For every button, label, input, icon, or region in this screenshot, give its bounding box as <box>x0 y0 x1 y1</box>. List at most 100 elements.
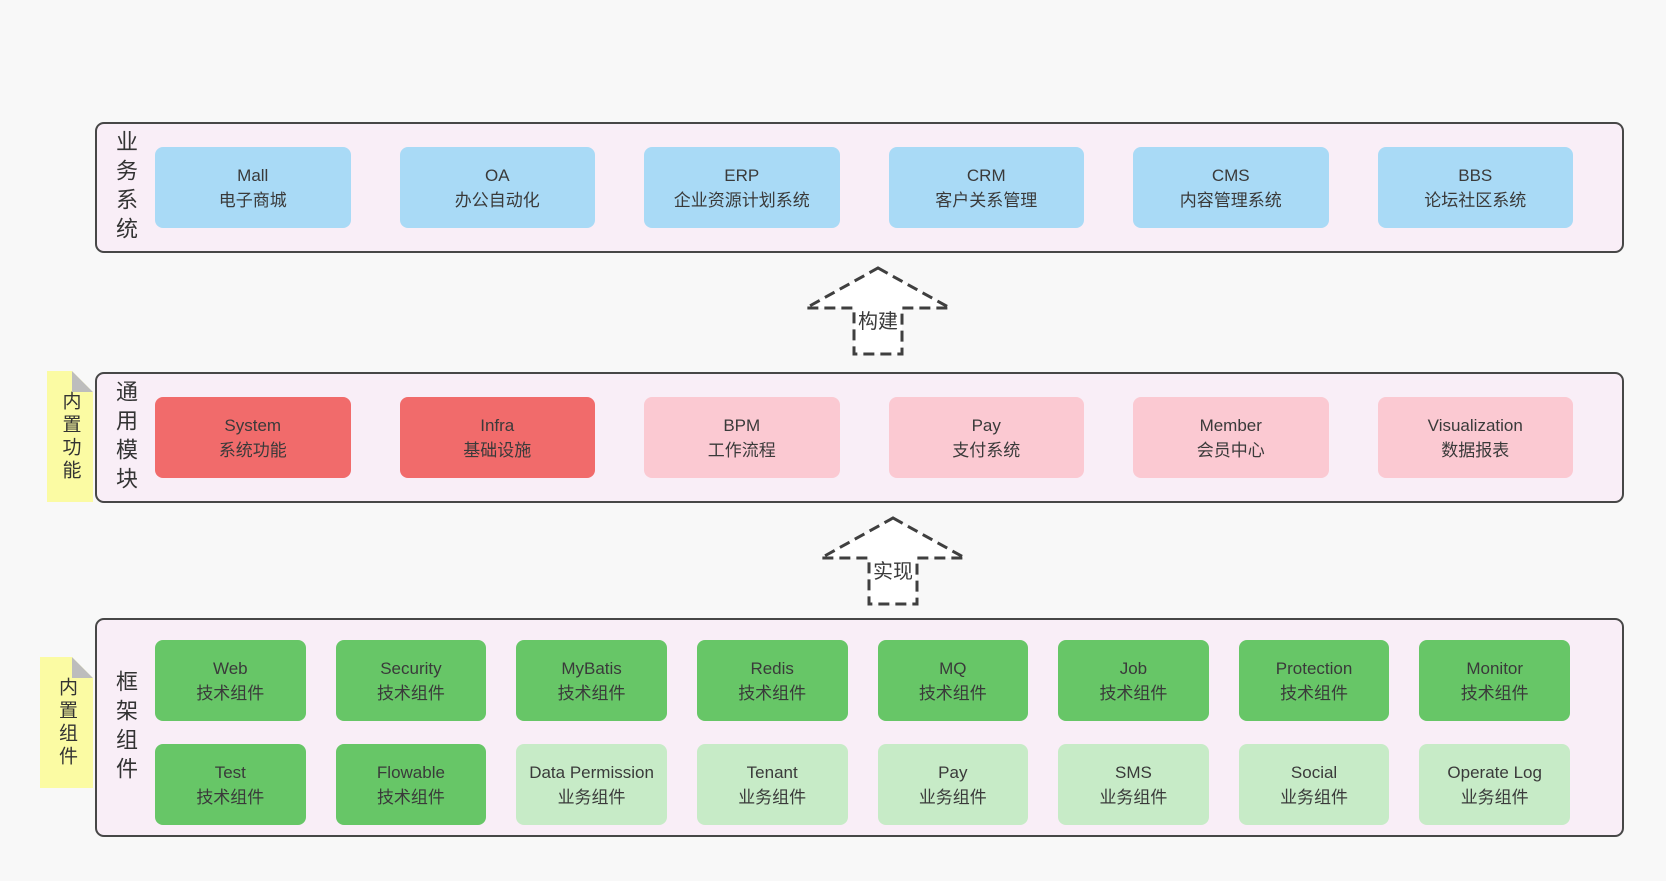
box-subtitle: 论坛社区系统 <box>1424 190 1527 210</box>
box-operate-log-component: Operate Log 业务组件 <box>1419 744 1570 825</box>
box-subtitle: 基础设施 <box>463 440 532 460</box>
sticky-label: 内置功能 <box>59 390 81 483</box>
panel-business-systems: 业务系统 Mall 电子商城 OA 办公自动化 ERP 企业资源计划系统 CRM… <box>95 122 1624 253</box>
box-title: System <box>224 415 282 435</box>
sticky-built-in-features: 内置功能 <box>47 371 93 502</box>
box-subtitle: 业务组件 <box>1280 787 1349 807</box>
box-subtitle: 工作流程 <box>707 440 776 460</box>
box-title: CRM <box>966 165 1006 185</box>
box-title: MQ <box>939 658 967 678</box>
box-subtitle: 技术组件 <box>738 683 807 703</box>
box-subtitle: 业务组件 <box>1099 787 1168 807</box>
box-subtitle: 技术组件 <box>1280 683 1349 703</box>
box-pay-component: Pay 业务组件 <box>877 744 1029 825</box>
implement-arrow: 实现 <box>815 516 971 606</box>
box-flowable-component: Flowable 技术组件 <box>335 744 487 825</box>
box-title: Infra <box>480 415 515 435</box>
box-mall: Mall 电子商城 <box>155 147 351 228</box>
box-mybatis-component: MyBatis 技术组件 <box>516 640 667 721</box>
box-subtitle: 技术组件 <box>196 683 265 703</box>
box-subtitle: 数据报表 <box>1441 440 1510 460</box>
common-modules-label: 通用模块 <box>113 379 138 496</box>
box-social-component: Social 业务组件 <box>1238 744 1390 825</box>
implement-arrow-label: 实现 <box>873 560 913 583</box>
box-title: Flowable <box>376 762 445 782</box>
box-subtitle: 技术组件 <box>196 787 265 807</box>
box-subtitle: 业务组件 <box>918 787 987 807</box>
sticky-built-in-components: 内置组件 <box>40 657 93 788</box>
box-subtitle: 技术组件 <box>918 683 987 703</box>
box-title: Data Permission <box>529 762 654 782</box>
box-infra: Infra 基础设施 <box>399 397 595 478</box>
box-crm: CRM 客户关系管理 <box>888 147 1084 228</box>
box-oa: OA 办公自动化 <box>399 147 595 228</box>
box-subtitle: 技术组件 <box>557 683 626 703</box>
box-subtitle: 业务组件 <box>557 787 626 807</box>
box-title: Redis <box>750 658 794 678</box>
box-job-component: Job 技术组件 <box>1058 640 1209 721</box>
box-title: Security <box>380 658 442 678</box>
box-title: Pay <box>971 415 1001 435</box>
box-title: Test <box>214 762 246 782</box>
box-title: Social <box>1290 762 1338 782</box>
box-title: Member <box>1199 415 1262 435</box>
box-subtitle: 技术组件 <box>1099 683 1168 703</box>
panel-side-label: 通用模块 <box>97 374 153 501</box>
panel-framework-components: 框架组件 Web 技术组件 Security 技术组件 MyBatis 技术组件… <box>95 618 1624 837</box>
folded-corner-icon <box>72 657 93 678</box>
box-data-permission-component: Data Permission 业务组件 <box>516 744 667 825</box>
box-title: ERP <box>724 165 760 185</box>
box-title: BBS <box>1458 165 1493 185</box>
box-title: MyBatis <box>561 658 622 678</box>
box-subtitle: 电子商城 <box>218 190 287 210</box>
box-subtitle: 企业资源计划系统 <box>673 190 810 210</box>
business-systems-label: 业务系统 <box>113 129 138 246</box>
box-title: Web <box>212 658 248 678</box>
box-test-component: Test 技术组件 <box>155 744 306 825</box>
box-title: CMS <box>1211 165 1250 185</box>
box-subtitle: 技术组件 <box>376 683 445 703</box>
box-subtitle: 支付系统 <box>952 440 1021 460</box>
sticky-label: 内置组件 <box>56 676 77 769</box>
box-erp: ERP 企业资源计划系统 <box>644 147 840 228</box>
common-modules-boxes: System 系统功能 Infra 基础设施 BPM 工作流程 Pay 支付系统… <box>153 374 1622 501</box>
arrow-outline <box>800 266 956 356</box>
box-subtitle: 业务组件 <box>738 787 807 807</box>
box-mq-component: MQ 技术组件 <box>877 640 1029 721</box>
box-subtitle: 技术组件 <box>376 787 445 807</box>
box-cms: CMS 内容管理系统 <box>1133 147 1329 228</box>
box-title: Job <box>1119 658 1148 678</box>
box-system: System 系统功能 <box>155 397 351 478</box>
box-title: Tenant <box>746 762 798 782</box>
box-subtitle: 办公自动化 <box>454 190 540 210</box>
box-sms-component: SMS 业务组件 <box>1058 744 1209 825</box>
box-monitor-component: Monitor 技术组件 <box>1419 640 1570 721</box>
box-subtitle: 系统功能 <box>218 440 287 460</box>
box-protection-component: Protection 技术组件 <box>1238 640 1390 721</box>
box-title: Mall <box>237 165 269 185</box>
box-title: Monitor <box>1466 658 1524 678</box>
box-title: Pay <box>938 762 968 782</box>
box-member: Member 会员中心 <box>1133 397 1329 478</box>
box-title: Protection <box>1275 658 1353 678</box>
panel-common-modules: 通用模块 System 系统功能 Infra 基础设施 BPM 工作流程 Pay… <box>95 372 1624 503</box>
box-title: BPM <box>723 415 761 435</box>
build-arrow: 构建 <box>800 266 956 356</box>
box-tenant-component: Tenant 业务组件 <box>696 744 848 825</box>
build-arrow-label: 构建 <box>858 310 898 333</box>
box-title: Operate Log <box>1447 762 1542 782</box>
box-subtitle: 业务组件 <box>1460 787 1529 807</box>
box-pay-module: Pay 支付系统 <box>888 397 1084 478</box>
box-subtitle: 会员中心 <box>1196 440 1265 460</box>
box-bbs: BBS 论坛社区系统 <box>1377 147 1573 228</box>
box-title: Visualization <box>1427 415 1523 435</box>
box-subtitle: 客户关系管理 <box>935 190 1038 210</box>
panel-side-label: 框架组件 <box>97 620 153 835</box>
box-web-component: Web 技术组件 <box>155 640 306 721</box>
box-title: SMS <box>1115 762 1152 782</box>
box-security-component: Security 技术组件 <box>335 640 487 721</box>
box-title: OA <box>484 165 510 185</box>
panel-side-label: 业务系统 <box>97 124 153 251</box>
box-redis-component: Redis 技术组件 <box>696 640 848 721</box>
